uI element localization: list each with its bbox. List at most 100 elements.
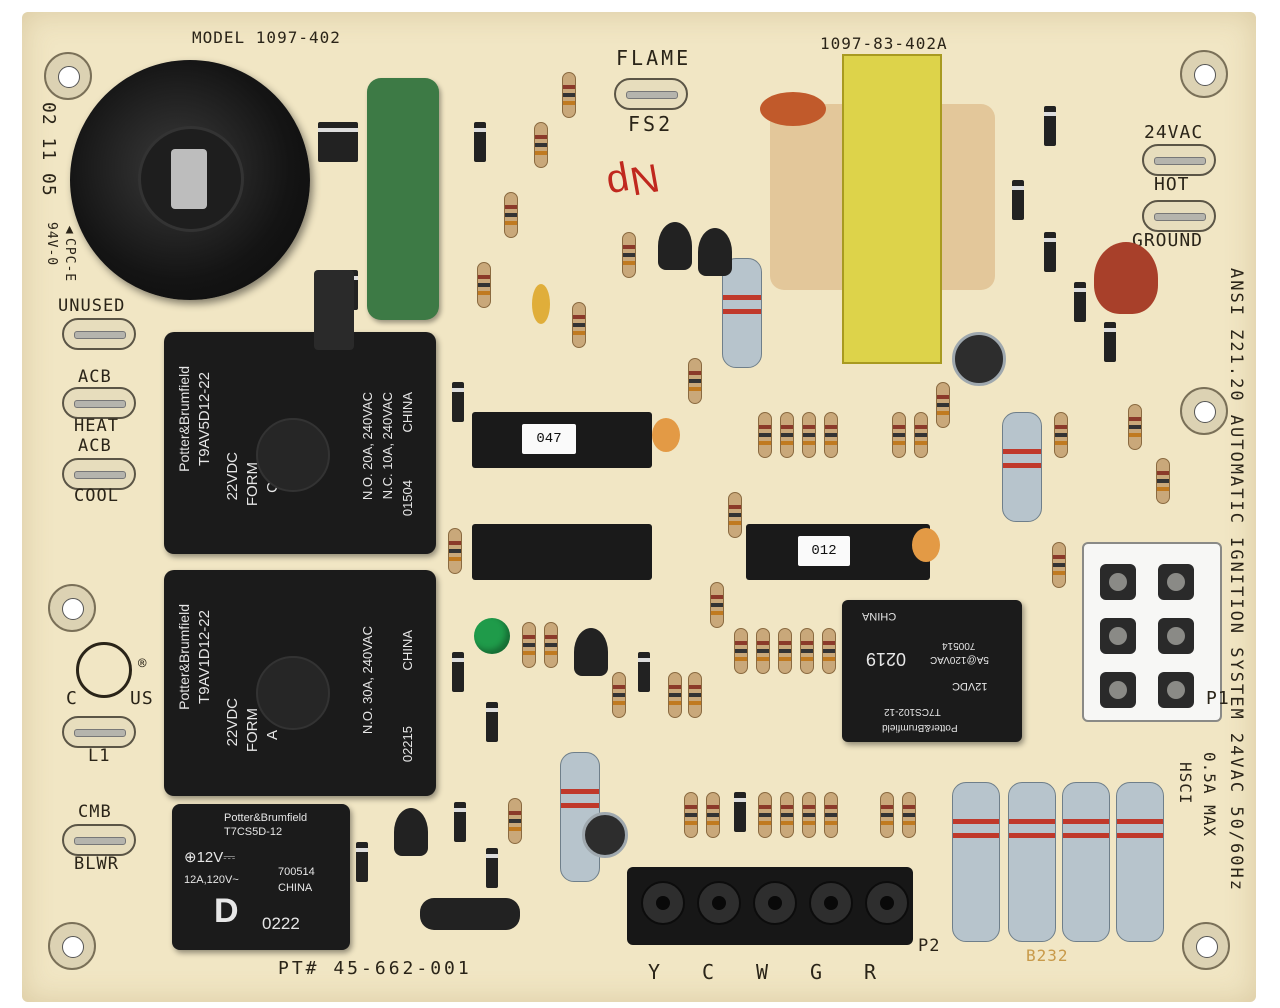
b232-label: B232 xyxy=(1026,946,1069,965)
date-code-label: 02 11 05 xyxy=(38,102,59,197)
unused-label: UNUSED xyxy=(58,296,126,316)
resistor xyxy=(706,792,720,838)
relay-brand: Potter&Brumfield xyxy=(176,604,192,710)
resistor xyxy=(800,628,814,674)
blwr-label: BLWR xyxy=(74,854,119,874)
resistor xyxy=(902,792,916,838)
diode xyxy=(1044,232,1056,272)
unused-terminal[interactable] xyxy=(62,318,136,350)
capacitor-c1 xyxy=(1094,242,1158,314)
acb-heat-terminal[interactable] xyxy=(62,387,136,419)
connector-pin xyxy=(1158,564,1194,600)
diode xyxy=(638,652,650,692)
transistor-q4 xyxy=(394,808,428,856)
resistor xyxy=(1054,412,1068,458)
resistor xyxy=(1156,458,1170,504)
csa-c-label: C xyxy=(66,688,78,709)
power-resistor xyxy=(1002,412,1042,522)
ic-u1-label: 012 xyxy=(798,536,850,566)
mounting-hole xyxy=(1180,387,1228,435)
relay-lot: 700514 xyxy=(278,866,315,878)
power-resistor xyxy=(1116,782,1164,942)
acb-heat-top-label: ACB xyxy=(78,367,112,387)
max-current-label: 0.5A MAX xyxy=(1200,752,1219,838)
p1-label: P1 xyxy=(1206,688,1230,709)
relay-coil: ⊕12V⎓ xyxy=(184,849,236,866)
relay-code: 0219 xyxy=(866,649,907,669)
resistor xyxy=(448,528,462,574)
relay-code: 01504 xyxy=(400,480,415,517)
cmb-label: CMB xyxy=(78,802,112,822)
relay-rating: 12A,120V~ xyxy=(184,874,239,886)
relay-brand: Potter&Brumfield xyxy=(176,366,192,472)
resistor xyxy=(778,628,792,674)
diode xyxy=(452,382,464,422)
ic-u1: 012 xyxy=(746,524,930,580)
relay-nc-rating: N.C. 10A, 240VAC xyxy=(380,392,395,500)
relay-coil: 22VDC xyxy=(224,452,241,501)
relay-letter: D xyxy=(214,892,239,930)
relay-k3: Potter&Brumfield T9AV1D12-22 22VDC FORM … xyxy=(164,570,436,796)
igniter-connector xyxy=(70,60,310,300)
transistor-q1 xyxy=(658,222,692,270)
relay-coil-marking xyxy=(256,656,330,730)
transistor-q2 xyxy=(698,228,732,276)
ic-u3 xyxy=(472,524,652,580)
l1-terminal[interactable] xyxy=(62,716,136,748)
resistor xyxy=(758,412,772,458)
acb-cool-bottom-label: COOL xyxy=(74,486,119,506)
thermostat-label-c: C xyxy=(702,960,718,984)
mounting-hole xyxy=(48,922,96,970)
connector-pin-w xyxy=(753,881,797,925)
resistor xyxy=(688,358,702,404)
connector-p1 xyxy=(1082,542,1222,722)
resistor xyxy=(612,672,626,718)
cmb-blwr-terminal[interactable] xyxy=(62,824,136,856)
l1-label: L1 xyxy=(88,746,111,766)
power-resistor xyxy=(1062,782,1110,942)
resistor xyxy=(544,622,558,668)
csa-logo xyxy=(76,642,132,698)
connector-pin-g xyxy=(809,881,853,925)
capacitor-c16b xyxy=(532,284,550,324)
diode xyxy=(734,792,746,832)
transformer-core xyxy=(842,54,942,364)
acb-cool-terminal[interactable] xyxy=(62,458,136,490)
circuit-board: MODEL 1097-402 1097-83-402A FLAME FS2 02… xyxy=(22,12,1256,1002)
cpc-label: ▲CPC-E xyxy=(62,222,77,283)
relay-coil-marking xyxy=(256,418,330,492)
capacitor-c4 xyxy=(652,418,680,452)
csa-registered-label: ® xyxy=(138,656,148,672)
relay-model: T9AV5D12-22 xyxy=(196,372,213,466)
transistor-q3 xyxy=(574,628,608,676)
resistor xyxy=(892,412,906,458)
relay-model: T7CS102-12 xyxy=(884,706,941,717)
ic-u2-label: 047 xyxy=(522,424,576,454)
relay-no-rating: N.O. 20A, 240VAC xyxy=(360,392,375,501)
diode xyxy=(474,122,486,162)
ic-u2: 047 xyxy=(472,412,652,468)
connector-pin-c xyxy=(697,881,741,925)
resistor xyxy=(802,412,816,458)
24vac-label: 24VAC xyxy=(1144,122,1204,143)
diode xyxy=(454,802,466,842)
relay-lot: 700514 xyxy=(942,640,976,651)
relay-coil: 12VDC xyxy=(952,680,988,692)
connector-pin xyxy=(1100,564,1136,600)
relay-model: T9AV1D12-22 xyxy=(196,610,213,704)
connector-pin-r xyxy=(865,881,909,925)
diode xyxy=(356,842,368,882)
diode xyxy=(1104,322,1116,362)
relay-k2: Potter&Brumfield T7CS5D-12 ⊕12V⎓ 12A,120… xyxy=(172,804,350,950)
ground-terminal[interactable] xyxy=(1142,200,1216,232)
diode xyxy=(1012,180,1024,220)
24vac-hot-terminal[interactable] xyxy=(1142,144,1216,176)
part-ref-label: 1097-83-402A xyxy=(820,34,948,53)
connector-pin xyxy=(1158,672,1194,708)
relay-model: T7CS5D-12 xyxy=(224,826,283,838)
resistor xyxy=(780,792,794,838)
thermostat-label-g: G xyxy=(810,960,826,984)
relay-no-rating: N.O. 30A, 240VAC xyxy=(360,626,375,735)
resistor xyxy=(780,412,794,458)
mounting-hole xyxy=(1182,922,1230,970)
